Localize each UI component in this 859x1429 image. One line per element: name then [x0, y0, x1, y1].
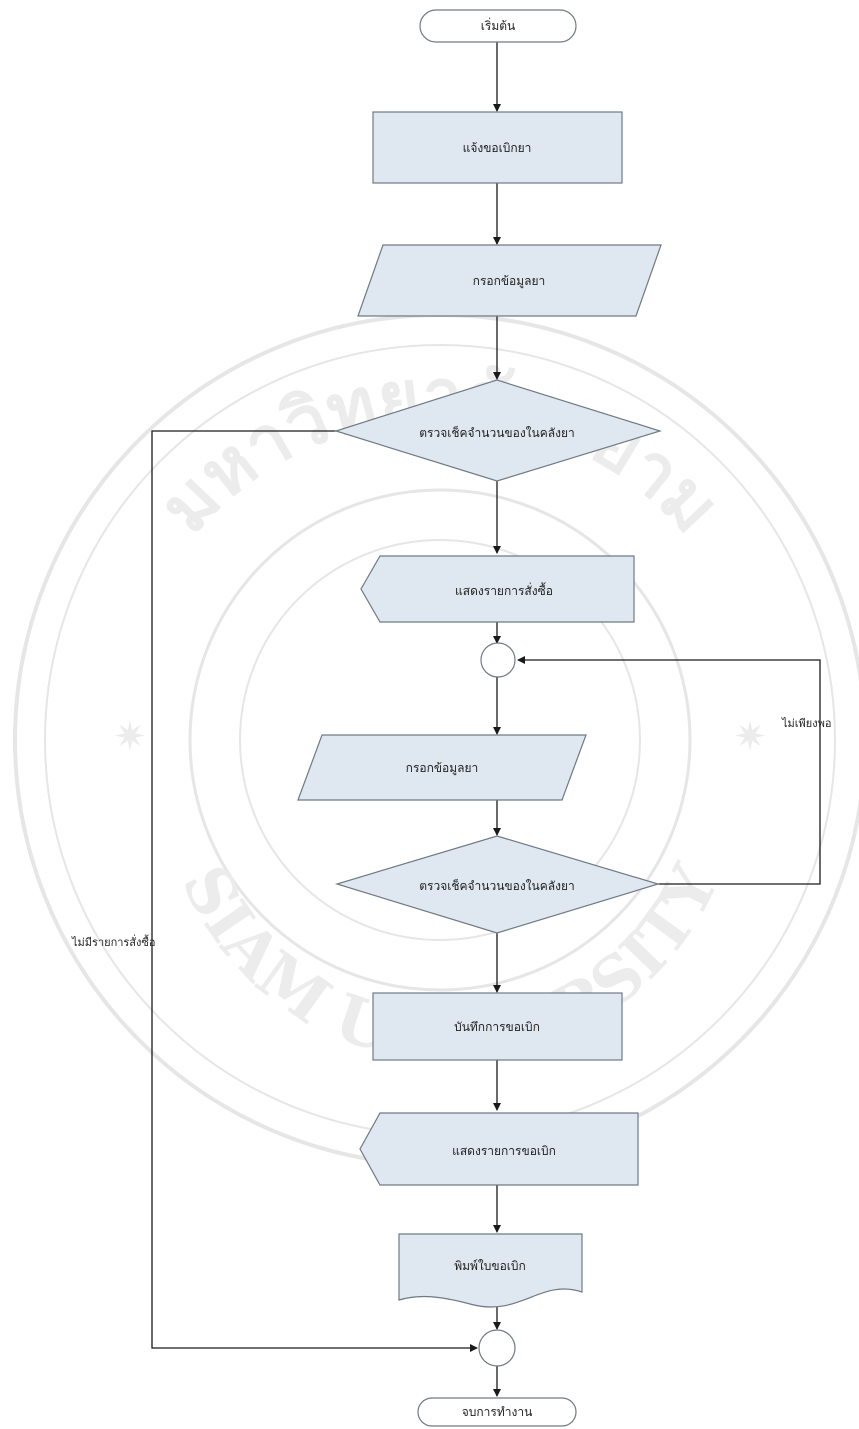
request-withdraw-label: แจ้งขอเบิกยา — [463, 141, 532, 155]
show-order-list-label: แสดงรายการสั่งซื้อ — [455, 582, 553, 598]
check-stock-2-label: ตรวจเช็คจำนวนของในคลังยา — [419, 878, 575, 893]
connector-merge — [478, 1329, 516, 1367]
decision-check-stock-1: ตรวจเช็คจำนวนของในคลังยา — [333, 379, 663, 482]
document-print-withdraw: พิมพ์ใบขอเบิก — [398, 1233, 583, 1308]
end-label: จบการทำงาน — [462, 1405, 533, 1419]
flow-lines — [151, 42, 821, 1397]
input-drug-data-2-label: กรอกข้อมูลยา — [406, 761, 479, 776]
display-show-order-list: แสดงรายการสั่งซื้อ — [360, 555, 635, 623]
edge-label-insufficient: ไม่เพียงพอ — [781, 717, 831, 730]
input-drug-data-2: กรอกข้อมูลยา — [297, 734, 587, 801]
star-left-icon: ✷ — [113, 714, 147, 760]
display-show-withdraw-list: แสดงรายการขอเบิก — [359, 1112, 639, 1186]
star-right-icon: ✷ — [733, 714, 767, 760]
input-drug-data-1: กรอกข้อมูลยา — [357, 244, 662, 317]
check-stock-1-label: ตรวจเช็คจำนวนของในคลังยา — [419, 425, 575, 440]
decision-check-stock-2: ตรวจเช็คจำนวนของในคลังยา — [334, 835, 661, 934]
process-request-withdraw: แจ้งขอเบิกยา — [372, 111, 623, 184]
input-drug-data-1-label: กรอกข้อมูลยา — [473, 274, 546, 289]
process-save-withdraw: บันทึกการขอเบิก — [372, 992, 623, 1061]
connector-loop — [480, 642, 516, 678]
print-withdraw-label: พิมพ์ใบขอเบิก — [454, 1259, 526, 1273]
start-label: เริ่มต้น — [481, 17, 515, 33]
edge-label-no-order-items: ไม่มีรายการสั่งซื้อ — [71, 934, 155, 949]
start-terminator: เริ่มต้น — [419, 9, 577, 43]
show-withdraw-list-label: แสดงรายการขอเบิก — [452, 1144, 556, 1158]
end-terminator: จบการทำงาน — [417, 1397, 577, 1427]
save-withdraw-label: บันทึกการขอเบิก — [454, 1020, 540, 1034]
